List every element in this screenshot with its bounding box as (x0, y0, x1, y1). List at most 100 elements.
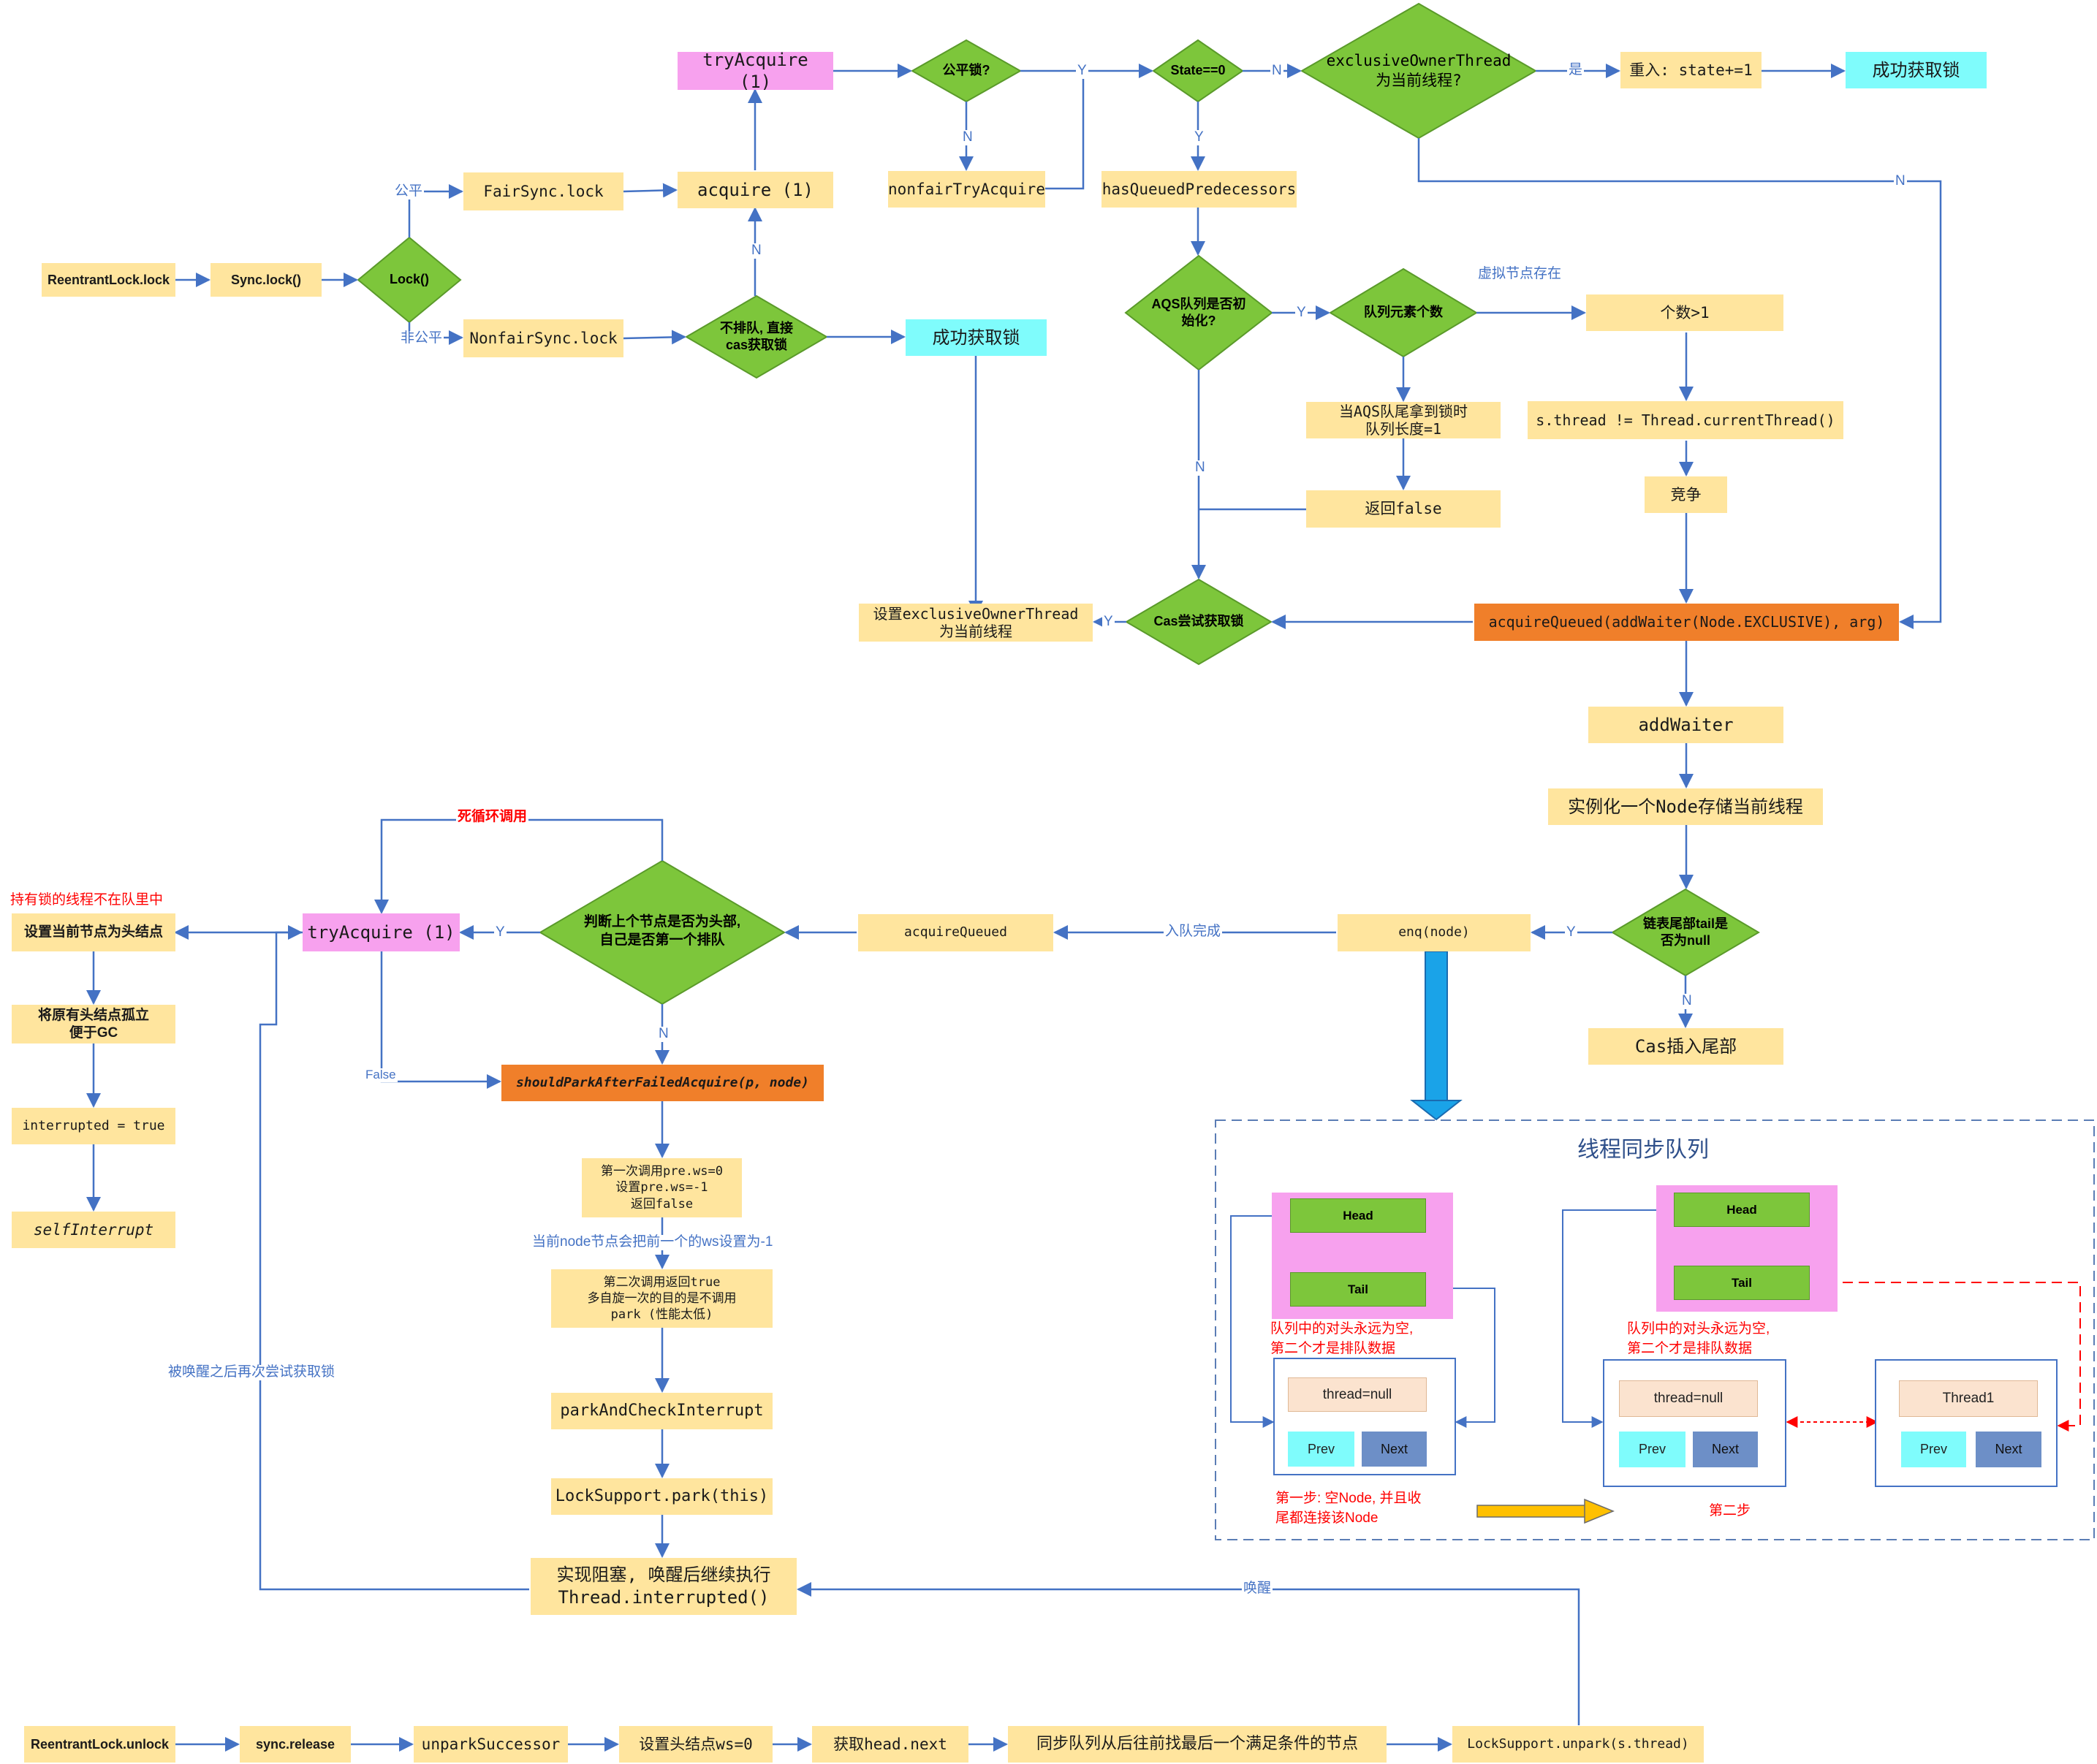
instantiate-node-box: 实例化一个Node存储当前线程 (1548, 788, 1823, 825)
nonfair-try-acquire-box: nonfairTryAcquire (888, 171, 1045, 208)
prev-is-head-q-label: 判断上个节点是否为头部, 自己是否第一个排队 (583, 914, 741, 948)
false-label: False (364, 1068, 398, 1082)
wake-label: 唤醒 (1242, 1581, 1273, 1597)
self-interrupt-box: selfInterrupt (12, 1212, 175, 1248)
cas-try-diamond (1125, 578, 1273, 666)
thread-null-2: thread=null (1619, 1380, 1758, 1417)
n-label-state: N (1270, 63, 1283, 79)
find-node-box: 同步队列从后往前找最后一个满足条件的节点 (1008, 1726, 1387, 1763)
queue-node-empty-2 (1603, 1359, 1786, 1487)
nonfair-sync-lock-box: NonfairSync.lock (463, 319, 623, 357)
success-mid-box: 成功获取锁 (906, 319, 1047, 356)
step2-note: 第二步 (1709, 1503, 1751, 1518)
aqs-init-q-label: AQS队列是否初 始化? (1151, 296, 1246, 328)
next-1: Next (1362, 1432, 1427, 1467)
unpark-successor-box: unparkSuccessor (414, 1726, 568, 1763)
cas-insert-tail-box: Cas插入尾部 (1588, 1028, 1783, 1065)
down-arrow-icon (1410, 951, 1463, 1121)
n-label-aqs: N (1194, 460, 1207, 476)
compete-box: 竞争 (1645, 476, 1727, 513)
reentry-box: 重入: state+=1 (1620, 52, 1762, 88)
n-label-tail: N (1680, 993, 1694, 1009)
first-call-box: 第一次调用pre.ws=0 设置pre.ws=-1 返回false (582, 1158, 742, 1217)
n-label-fair: N (961, 129, 974, 145)
lock-decision-label: Lock() (390, 272, 429, 287)
n-label-owner: N (1894, 173, 1907, 189)
has-queued-predecessors-box: hasQueuedPredecessors (1101, 171, 1297, 208)
retry-after-wake-label: 被唤醒之后再次尝试获取锁 (167, 1364, 337, 1380)
state-zero-label: State==0 (1170, 63, 1226, 78)
park-check-interrupt-box: parkAndCheckInterrupt (551, 1393, 773, 1429)
prev-3: Prev (1901, 1432, 1966, 1467)
tail-null-q-label: 链表尾部tail是 否为null (1642, 916, 1728, 948)
block-resume-box: 实现阻塞, 唤醒后继续执行 Thread.interrupted() (531, 1558, 797, 1615)
s-thread-check-box: s.thread != Thread.currentThread() (1528, 401, 1843, 439)
sync-queue-border (1215, 1119, 2095, 1540)
head-pointer-2: Head (1674, 1193, 1810, 1227)
set-prev-ws-label: 当前node节点会把前一个的ws设置为-1 (531, 1234, 775, 1250)
prev-2: Prev (1619, 1432, 1685, 1467)
fair-sync-lock-box: FairSync.lock (463, 172, 623, 210)
no-queue-cas-label: 不排队, 直接 cas获取锁 (719, 320, 793, 352)
dead-loop-label: 死循环调用 (456, 809, 529, 825)
nonfair-label: 非公平 (399, 330, 444, 346)
try-acquire-loop-box: tryAcquire (1) (303, 913, 460, 951)
isolate-head-box: 将原有头结点孤立 便于GC (12, 1005, 175, 1043)
acquire-box: acquire (1) (678, 172, 833, 208)
lock-support-unpark-box: LockSupport.unpark(s.thread) (1452, 1726, 1704, 1763)
interrupted-true-box: interrupted = true (12, 1108, 175, 1144)
y-label-cas: Y (1102, 614, 1115, 630)
add-waiter-box: addWaiter (1588, 707, 1783, 743)
yes-label: 是 (1567, 62, 1585, 78)
return-false-box: 返回false (1306, 490, 1501, 528)
tail-pointer-1: Tail (1290, 1272, 1426, 1307)
acquire-queued-box: acquireQueued (858, 914, 1053, 951)
success-top-box: 成功获取锁 (1846, 52, 1987, 88)
sync-queue-title: 线程同步队列 (1577, 1138, 1709, 1162)
next-2: Next (1693, 1432, 1758, 1467)
step-arrow-icon (1476, 1498, 1615, 1524)
empty-head-note-2: 队列中的对头永远为空, 第二个才是排队数据 (1627, 1321, 1770, 1356)
no-queue-cas-diamond (685, 294, 828, 379)
second-call-box: 第二次调用返回true 多自旋一次的目的是不调用 park (性能太低) (551, 1269, 773, 1328)
next-3: Next (1976, 1432, 2041, 1467)
tail-got-lock-box: 当AQS队尾拿到锁时 队列长度=1 (1306, 402, 1501, 438)
y-label-state: Y (1193, 129, 1205, 145)
unlock-box: ReentrantLock.unlock (24, 1726, 175, 1763)
thread-null-1: thread=null (1288, 1377, 1427, 1412)
fair-label: 公平 (393, 183, 425, 199)
set-head-ws0-box: 设置头结点ws=0 (619, 1726, 773, 1763)
set-owner-box: 设置exclusiveOwnerThread 为当前线程 (859, 604, 1093, 642)
reentrant-lock-box: ReentrantLock.lock (42, 263, 175, 297)
get-head-next-box: 获取head.next (812, 1726, 968, 1763)
count-gt1-box: 个数>1 (1586, 294, 1783, 331)
y-label-aqs: Y (1295, 305, 1308, 321)
cas-try-label: Cas尝试获取锁 (1153, 614, 1244, 629)
n-label-head: N (657, 1026, 670, 1042)
y-label-fair: Y (1076, 63, 1088, 79)
acquire-queued-add-waiter-box: acquireQueued(addWaiter(Node.EXCLUSIVE),… (1474, 604, 1899, 641)
step1-note: 第一步: 空Node, 并且收 尾都连接该Node (1275, 1491, 1422, 1526)
not-in-queue-label: 持有锁的线程不在队里中 (9, 892, 165, 908)
y-label-head: Y (494, 924, 507, 940)
exclusive-owner-q-label: exclusiveOwnerThread 为当前线程? (1326, 51, 1512, 89)
thread1-label: Thread1 (1899, 1380, 2038, 1417)
y-label-tail: Y (1565, 924, 1577, 940)
head-pointer-1: Head (1290, 1198, 1426, 1233)
n-label-acquire: N (750, 243, 763, 259)
tail-pointer-2: Tail (1674, 1266, 1810, 1300)
set-head-box: 设置当前节点为头结点 (12, 913, 175, 951)
fair-lock-q-label: 公平锁? (942, 63, 990, 78)
prev-1: Prev (1288, 1432, 1354, 1467)
sync-release-box: sync.release (240, 1726, 351, 1763)
enq-box: enq(node) (1338, 914, 1531, 951)
sync-lock-box: Sync.lock() (211, 263, 322, 297)
queue-count-label: 队列元素个数 (1364, 305, 1443, 320)
empty-head-note-1: 队列中的对头永远为空, 第二个才是排队数据 (1270, 1321, 1414, 1356)
queue-node-thread1 (1875, 1359, 2058, 1487)
virtual-node-label: 虚拟节点存在 (1476, 266, 1563, 282)
enqueued-label: 入队完成 (1164, 924, 1223, 940)
try-acquire-top-box: tryAcquire (1) (678, 50, 833, 92)
